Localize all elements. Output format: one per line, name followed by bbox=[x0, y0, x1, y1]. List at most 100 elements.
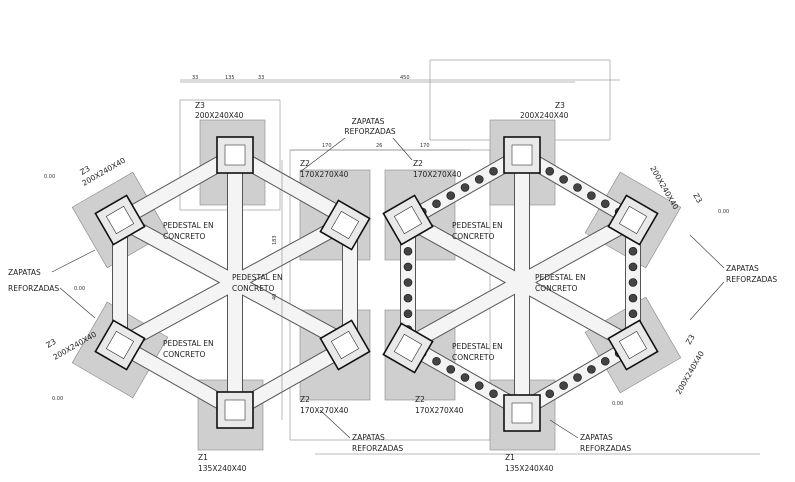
reinforcement-hole bbox=[446, 191, 456, 200]
callout-pedestal-1-l1: PEDESTAL EN bbox=[163, 221, 214, 230]
callout-pedestal-2-l1: PEDESTAL EN bbox=[232, 273, 283, 282]
pedestal-bottom-left bbox=[216, 391, 254, 429]
dimension-lines: 33 135 33 450 170 26 170 183 40 0.00 0.0… bbox=[44, 75, 729, 420]
reinforcement-hole bbox=[573, 373, 582, 382]
callout-zapatas-left-l2: REFORZADAS bbox=[8, 284, 59, 293]
reinforcement-hole bbox=[628, 278, 638, 287]
callout-zapatas-bottom-l1: ZAPATAS bbox=[352, 433, 385, 442]
label-z3-left-lower: Z3 bbox=[45, 337, 58, 350]
dim-top-span: 450 bbox=[400, 75, 410, 81]
reinforcement-hole bbox=[403, 278, 413, 287]
callout-zapatas-top-l2: REFORZADAS bbox=[344, 127, 395, 136]
reinforcement-hole bbox=[432, 199, 441, 209]
reinforcement-hole bbox=[460, 183, 470, 192]
reinforcement-hole bbox=[403, 309, 413, 319]
dim-top-a: 33 bbox=[192, 75, 198, 81]
reinforcement-hole bbox=[559, 175, 568, 184]
reinforcement-hole bbox=[446, 365, 456, 374]
reinforcement-hole bbox=[474, 175, 484, 184]
dim-vertical-a: 183 bbox=[272, 235, 278, 245]
size-z2-lower-left: 170X270X40 bbox=[300, 406, 349, 415]
callout-pedestal-4-l1: PEDESTAL EN bbox=[452, 221, 503, 230]
pedestal-center-left-lower bbox=[319, 319, 371, 371]
tie-beams-left bbox=[112, 148, 358, 417]
size-z2-lower-right: 170X270X40 bbox=[415, 406, 464, 415]
reinforcement-hole bbox=[460, 373, 470, 382]
level-mark-left-mid: 0.00 bbox=[74, 286, 85, 292]
label-z1-right: Z1 bbox=[505, 453, 515, 462]
reinforcement-hole bbox=[600, 356, 610, 366]
dim-vertical-b: 40 bbox=[272, 294, 278, 300]
size-z1-left: 135X240X40 bbox=[198, 464, 247, 473]
reinforcement-hole bbox=[489, 389, 498, 399]
reinforcement-hole bbox=[474, 381, 484, 390]
level-mark-left-bottom: 0.00 bbox=[52, 396, 63, 402]
footing-labels: Z3 200X240X40 Z3 200X240X40 Z2 170X270X4… bbox=[45, 101, 707, 473]
callout-zapatas-bottom-right-l1: ZAPATAS bbox=[580, 433, 613, 442]
pedestal-left-upper bbox=[94, 194, 146, 246]
callout-labels: ZAPATAS REFORZADAS ZAPATAS REFORZADAS ZA… bbox=[8, 117, 777, 453]
callout-zapatas-right-l1: ZAPATAS bbox=[726, 264, 759, 273]
pedestal-right-upper bbox=[607, 194, 659, 246]
callout-pedestal-1-l2: CONCRETO bbox=[163, 232, 206, 241]
label-z3-top-right: Z3 bbox=[555, 101, 565, 110]
pedestal-bottom-right bbox=[503, 394, 541, 432]
reinforcement-hole bbox=[587, 365, 596, 374]
pedestals bbox=[94, 136, 659, 432]
label-z3-left-upper: Z3 bbox=[79, 164, 92, 177]
reinforcement-hole bbox=[403, 262, 413, 272]
pedestal-top-right bbox=[503, 136, 541, 174]
dim-mid-c: 170 bbox=[420, 143, 430, 149]
reinforcement-hole bbox=[432, 356, 441, 366]
callout-pedestal-5-l2: CONCRETO bbox=[535, 284, 578, 293]
label-z3-top-left: Z3 bbox=[195, 101, 205, 110]
reinforcement-hole bbox=[587, 191, 596, 200]
callout-zapatas-top: ZAPATAS bbox=[352, 117, 385, 126]
callout-pedestal-4-l2: CONCRETO bbox=[452, 232, 495, 241]
level-mark-left-top: 0.00 bbox=[44, 174, 55, 180]
reinforcement-hole bbox=[628, 309, 638, 319]
tie-beams-right bbox=[400, 148, 641, 417]
reinforcement-hole bbox=[489, 166, 498, 176]
footing-pads bbox=[71, 119, 682, 451]
label-z3-right-upper: Z3 bbox=[691, 192, 704, 205]
callout-zapatas-bottom-right-l2: REFORZADAS bbox=[580, 444, 631, 453]
dim-mid-a: 170 bbox=[322, 143, 332, 149]
callout-pedestal-3-l2: CONCRETO bbox=[163, 350, 206, 359]
size-z3-top-right: 200X240X40 bbox=[520, 111, 569, 120]
callout-pedestal-3-l1: PEDESTAL EN bbox=[163, 339, 214, 348]
reinforcement-hole bbox=[573, 183, 582, 192]
reinforcement-hole bbox=[628, 293, 638, 303]
reinforcement-holes bbox=[403, 158, 638, 407]
pedestal-right-lower bbox=[607, 319, 659, 371]
size-z2-upper-left: 170X270X40 bbox=[300, 170, 349, 179]
callout-pedestal-5-l1: PEDESTAL EN bbox=[535, 273, 586, 282]
callout-zapatas-right-l2: REFORZADAS bbox=[726, 275, 777, 284]
dim-top-c: 33 bbox=[258, 75, 264, 81]
label-z3-right-lower: Z3 bbox=[684, 333, 697, 346]
reinforcement-hole bbox=[545, 166, 555, 176]
reinforcement-hole bbox=[403, 293, 413, 303]
dim-mid-b: 26 bbox=[376, 143, 382, 149]
label-z2-upper-left: Z2 bbox=[300, 159, 310, 168]
size-z1-right: 135X240X40 bbox=[505, 464, 554, 473]
callout-zapatas-top-l1: ZAPATAS bbox=[352, 117, 385, 126]
pedestal-center-left-upper bbox=[319, 199, 371, 251]
pedestal-top-left bbox=[216, 136, 254, 174]
dim-top-b: 135 bbox=[225, 75, 235, 81]
reinforcement-hole bbox=[628, 262, 638, 272]
callout-pedestal-2-l2: CONCRETO bbox=[232, 284, 275, 293]
pedestal-center-right-lower bbox=[382, 322, 434, 374]
label-z2-upper-right: Z2 bbox=[413, 159, 423, 168]
callout-zapatas-left-l1: ZAPATAS bbox=[8, 268, 41, 277]
callout-pedestal-6-l1: PEDESTAL EN bbox=[452, 342, 503, 351]
callout-pedestal-6-l2: CONCRETO bbox=[452, 353, 495, 362]
level-mark-right-top: 0.00 bbox=[718, 209, 729, 215]
label-z2-lower-left: Z2 bbox=[300, 395, 310, 404]
label-z1-left: Z1 bbox=[198, 453, 208, 462]
size-z2-upper-right: 170X270X40 bbox=[413, 170, 462, 179]
reinforcement-hole bbox=[600, 199, 610, 209]
size-z3-top-left: 200X240X40 bbox=[195, 111, 244, 120]
reinforcement-hole bbox=[559, 381, 568, 390]
